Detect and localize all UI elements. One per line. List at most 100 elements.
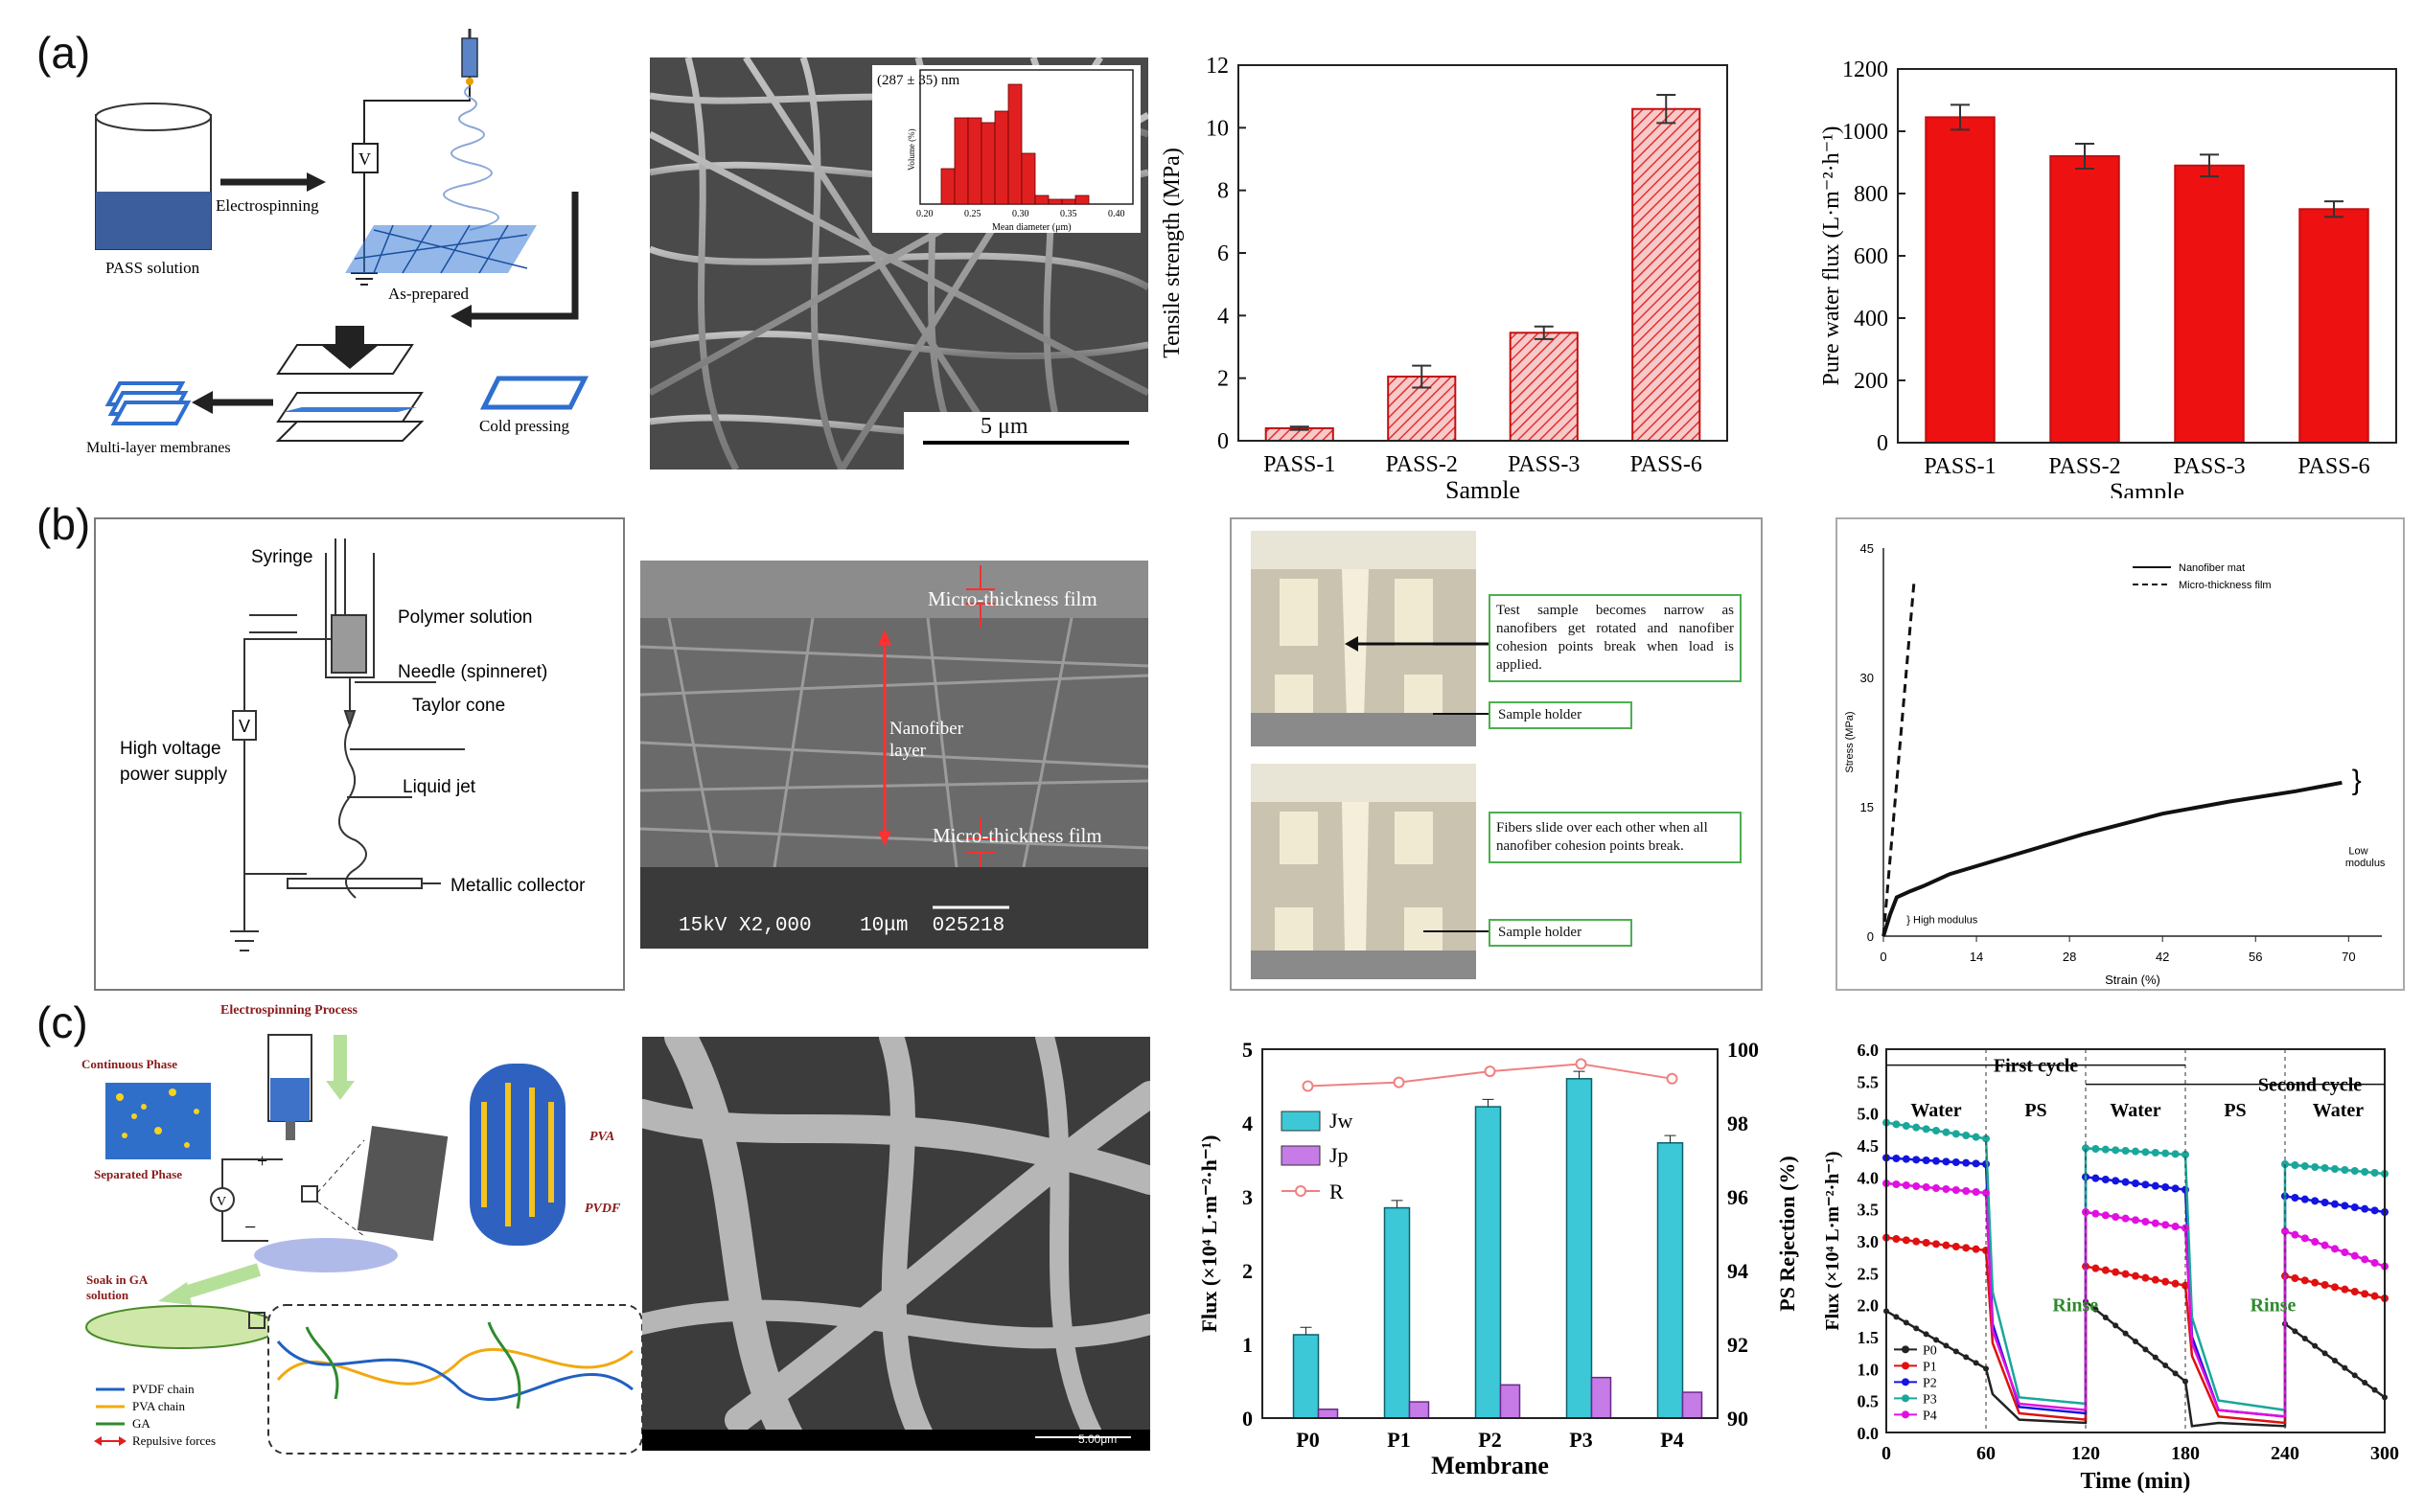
- marker-P0: [2112, 1322, 2119, 1329]
- rinse-label: Rinse: [2052, 1294, 2098, 1316]
- panel-label-a: (a): [36, 28, 91, 78]
- marker-P4: [1892, 1180, 1901, 1188]
- y-tick-label: 15: [1860, 800, 1874, 814]
- marker-P2: [2141, 1180, 2150, 1189]
- phase-label: Water: [2110, 1100, 2160, 1121]
- marker-P1: [1922, 1239, 1930, 1247]
- marker-P0: [2102, 1315, 2109, 1320]
- marker-P1: [2331, 1283, 2339, 1292]
- film-bottom-label: Micro-thickness film: [933, 824, 1102, 847]
- y-tick-label: 5.0: [1858, 1105, 1880, 1124]
- marker-P4: [1922, 1183, 1930, 1191]
- marker-P4: [2151, 1219, 2159, 1227]
- marker-P4: [2281, 1227, 2289, 1235]
- marker-P1: [2112, 1268, 2120, 1276]
- marker-P3: [1902, 1122, 1910, 1130]
- soak-label-1: Soak in GA: [86, 1272, 149, 1287]
- bar-jp-P3: [1590, 1376, 1612, 1419]
- legend-label: R: [1329, 1180, 1344, 1203]
- c-schematic: Electrospinning Process Continuous Phase…: [81, 1003, 643, 1455]
- marker-P3: [1912, 1123, 1921, 1132]
- x-tick-label: PASS-2: [1386, 452, 1458, 477]
- marker-P3: [2320, 1164, 2329, 1172]
- x-axis-label: Membrane: [1431, 1452, 1549, 1479]
- jet-spiral: [443, 85, 499, 231]
- legend-label: P1: [1923, 1360, 1937, 1374]
- y-tick-label: 30: [1860, 671, 1874, 685]
- y-tick-label: 1.0: [1858, 1360, 1880, 1379]
- marker-P1: [1892, 1235, 1901, 1243]
- c-process-label: Electrospinning Process: [220, 1003, 358, 1018]
- x-tick-label: P3: [1569, 1428, 1592, 1452]
- marker-P3: [2161, 1149, 2170, 1157]
- y-tick-label: 3.0: [1858, 1232, 1880, 1251]
- taylor-label: Taylor cone: [412, 696, 505, 716]
- marker-P1: [2091, 1264, 2100, 1272]
- marker-P1: [1951, 1243, 1960, 1250]
- marker-P0: [1963, 1354, 1970, 1361]
- marker-P4: [2341, 1249, 2349, 1256]
- x-tick-label: 60: [1976, 1443, 1996, 1464]
- error-bar: [1300, 1326, 1312, 1335]
- y-tick-label: 6.0: [1858, 1041, 1880, 1060]
- marker-P2: [2320, 1199, 2329, 1206]
- y-tick-label: 1200: [1842, 57, 1888, 82]
- marker-P0: [2162, 1363, 2169, 1368]
- marker-P2: [1902, 1155, 1910, 1163]
- y-axis-label: Pure water flux (L·m⁻²·h⁻¹): [1819, 126, 1844, 386]
- marker-P2: [1951, 1158, 1960, 1166]
- legend-marker: [1295, 1185, 1306, 1197]
- legend-marker: [1902, 1410, 1909, 1419]
- phase-label: Water: [1910, 1100, 1961, 1121]
- hv-label-2: power supply: [120, 765, 227, 785]
- marker-P4: [1972, 1188, 1980, 1196]
- y2-tick-label: 100: [1727, 1038, 1759, 1062]
- legend-ga: GA: [132, 1416, 150, 1431]
- legend-label: P2: [1923, 1376, 1937, 1390]
- beaker-icon: [95, 103, 212, 250]
- note-sliding: Fibers slide over each other when all na…: [1489, 812, 1742, 863]
- marker-P3: [2112, 1146, 2120, 1155]
- y2-tick-label: 92: [1727, 1333, 1748, 1357]
- series-P1: [1885, 1236, 2386, 1425]
- point-rejection: [1393, 1076, 1405, 1088]
- marker-P1: [2350, 1288, 2359, 1295]
- x-tick-label: PASS-6: [2297, 454, 2369, 479]
- c-sem-image: 5.00μm: [642, 1037, 1150, 1451]
- brace: }: [2352, 765, 2362, 796]
- point-rejection: [1484, 1065, 1496, 1078]
- error-bar: [1482, 1098, 1494, 1108]
- marker-P3: [1972, 1133, 1980, 1141]
- a-sem-scalebar-label: 5 μm: [981, 414, 1028, 439]
- y-axis-label: Stress (MPa): [1844, 711, 1856, 772]
- marker-P3: [2300, 1162, 2309, 1170]
- marker-P4: [1951, 1186, 1960, 1194]
- marker-P0: [1893, 1314, 1900, 1320]
- y-tick-label: 4: [1242, 1111, 1253, 1135]
- marker-P3: [2082, 1144, 2089, 1153]
- film-top-label: Micro-thickness film: [928, 587, 1097, 610]
- error-bar: [2324, 200, 2343, 218]
- marker-P0: [2332, 1358, 2338, 1363]
- marker-P4: [2161, 1221, 2170, 1229]
- marker-P0: [1973, 1360, 1979, 1366]
- plate-icon: [479, 376, 589, 410]
- marker-P3: [2141, 1148, 2150, 1157]
- marker-P3: [1942, 1128, 1951, 1136]
- marker-P2: [2291, 1194, 2299, 1202]
- bar-jp-P0: [1317, 1409, 1339, 1419]
- y-tick-label: 5: [1242, 1038, 1253, 1062]
- marker-P4: [2300, 1234, 2309, 1243]
- zoom-sem: [357, 1125, 449, 1242]
- phase-label: Water: [2313, 1100, 2364, 1121]
- x-tick-label: P1: [1387, 1428, 1410, 1452]
- marker-P0: [2092, 1306, 2099, 1313]
- annotation-high-modulus: } High modulus: [1906, 915, 1977, 927]
- b-schematic-box: Syringe Polymer solution Needle (spinner…: [94, 517, 625, 991]
- axes: [1882, 548, 2382, 937]
- c-voltage-label: V: [217, 1195, 226, 1209]
- y-tick-label: 0: [1217, 429, 1229, 454]
